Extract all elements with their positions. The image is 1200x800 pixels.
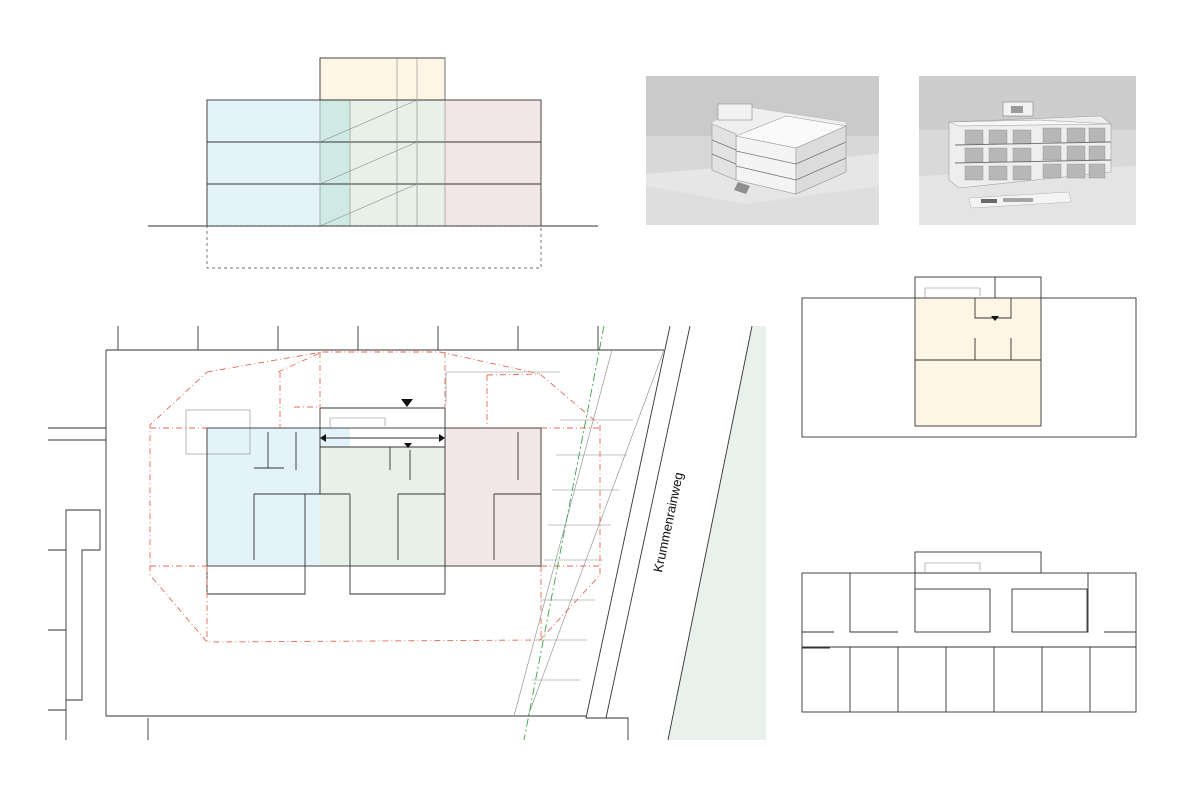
elevation-drawing [148, 57, 598, 269]
main-entrance-arrow-icon [401, 399, 413, 407]
elevation-unit-green [350, 100, 445, 226]
penthouse-unit-yellow [915, 298, 1041, 426]
model-photo-1 [646, 76, 879, 225]
right-dimension-arrow-icon [439, 434, 445, 442]
entrance-arrow-icon [991, 316, 999, 321]
typical-plan-linework [801, 551, 1137, 713]
elevation-unit-blue [207, 100, 320, 226]
typical-floor-plan [801, 551, 1137, 713]
elevation-linework [148, 57, 598, 269]
elevation-stair-core [320, 100, 350, 226]
park-strip [668, 326, 766, 740]
site-plan-linework [48, 325, 753, 741]
site-plan: Krummenrainweg [48, 325, 766, 741]
site-unit-red [445, 428, 541, 566]
elevation-penthouse [320, 58, 445, 100]
site-unit-green [320, 447, 445, 566]
elevation-unit-red [445, 100, 541, 226]
model-photo-2 [919, 76, 1136, 225]
left-dimension-arrow-icon [320, 434, 326, 442]
penthouse-floor-plan [801, 276, 1137, 438]
stair-arrow-icon [404, 443, 412, 448]
penthouse-plan-linework [801, 276, 1137, 438]
